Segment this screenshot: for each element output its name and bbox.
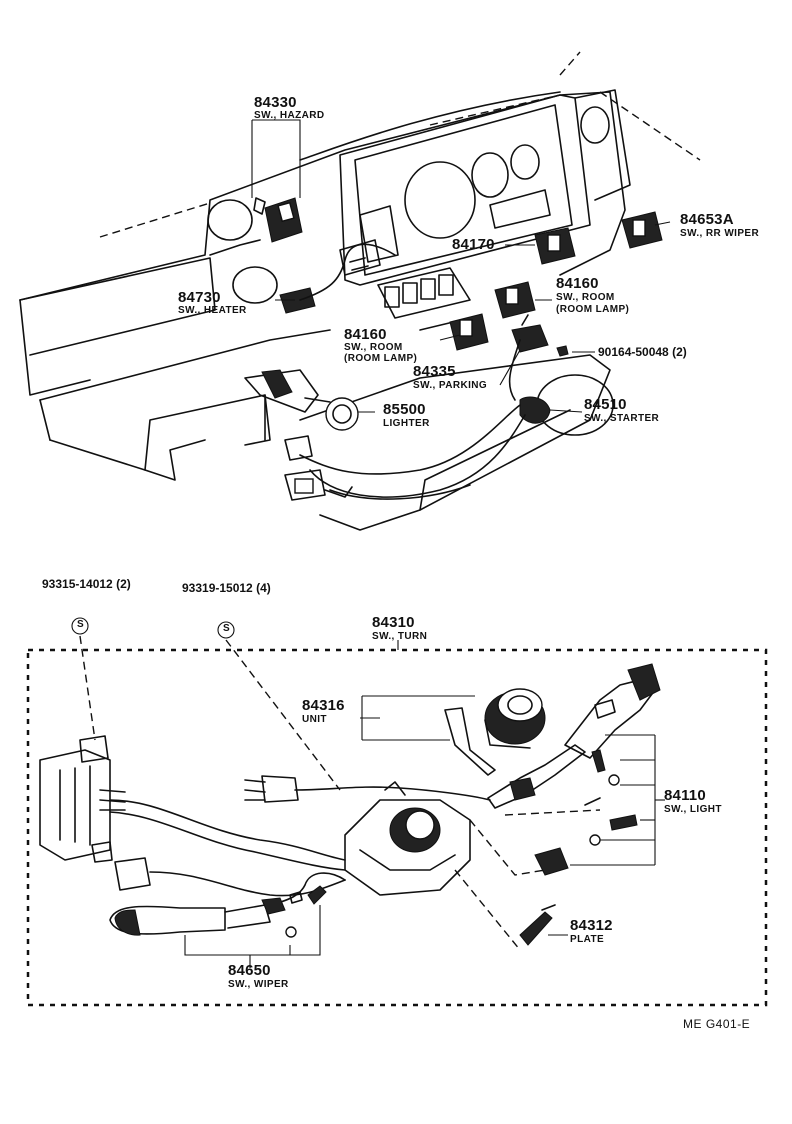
heater-name: SW., HEATER — [178, 305, 247, 316]
dashboard-switches — [244, 197, 663, 501]
room-right-note: (ROOM LAMP) — [556, 304, 630, 315]
lower-leader-lines — [184, 695, 665, 968]
lighter-number: 85500 — [383, 401, 426, 418]
room-right-number: 84160 — [556, 275, 599, 292]
unit-number: 84316 — [302, 697, 345, 714]
starter-number: 84510 — [584, 396, 627, 413]
heater-number: 84730 — [178, 289, 221, 306]
rr-wiper-number: 84653A — [680, 211, 734, 228]
rr-wiper-name: SW., RR WIPER — [680, 228, 760, 239]
light-name: SW., LIGHT — [664, 804, 722, 815]
turn-number: 84310 — [372, 614, 415, 631]
hazard-name: SW., HAZARD — [254, 110, 325, 121]
wiper-number: 84650 — [228, 962, 271, 979]
lighter-name: LIGHTER — [383, 418, 430, 429]
turn-switch-drawing — [26, 617, 768, 1007]
plate-number: 84312 — [570, 917, 613, 934]
dashboard-drawing — [19, 51, 701, 531]
turn-name: SW., TURN — [372, 631, 428, 642]
wiper-name: SW., WIPER — [228, 979, 289, 990]
screw-90164-code: 90164-50048 (2) — [598, 345, 687, 359]
starter-name: SW., STARTER — [584, 413, 660, 424]
upper-leader-lines — [251, 119, 671, 413]
plate-name: PLATE — [570, 934, 605, 945]
screw-93315-symbol: S — [77, 619, 84, 630]
room-left-note: (ROOM LAMP) — [344, 353, 418, 364]
room-left-name: SW., ROOM — [344, 342, 403, 353]
combo-number: 84170 — [452, 236, 495, 253]
room-left-number: 84160 — [344, 326, 387, 343]
screw-93319-symbol: S — [223, 623, 230, 634]
unit-name: UNIT — [302, 714, 327, 725]
light-number: 84110 — [664, 787, 706, 804]
screw-93319-code: 93319-15012 (4) — [182, 581, 271, 595]
room-right-name: SW., ROOM — [556, 292, 615, 303]
parking-number: 84335 — [413, 363, 456, 380]
figure-reference-code: ME G401-E — [683, 1017, 751, 1031]
hazard-number: 84330 — [254, 94, 297, 111]
screw-93315-code: 93315-14012 (2) — [42, 577, 131, 591]
parking-name: SW., PARKING — [413, 380, 488, 391]
